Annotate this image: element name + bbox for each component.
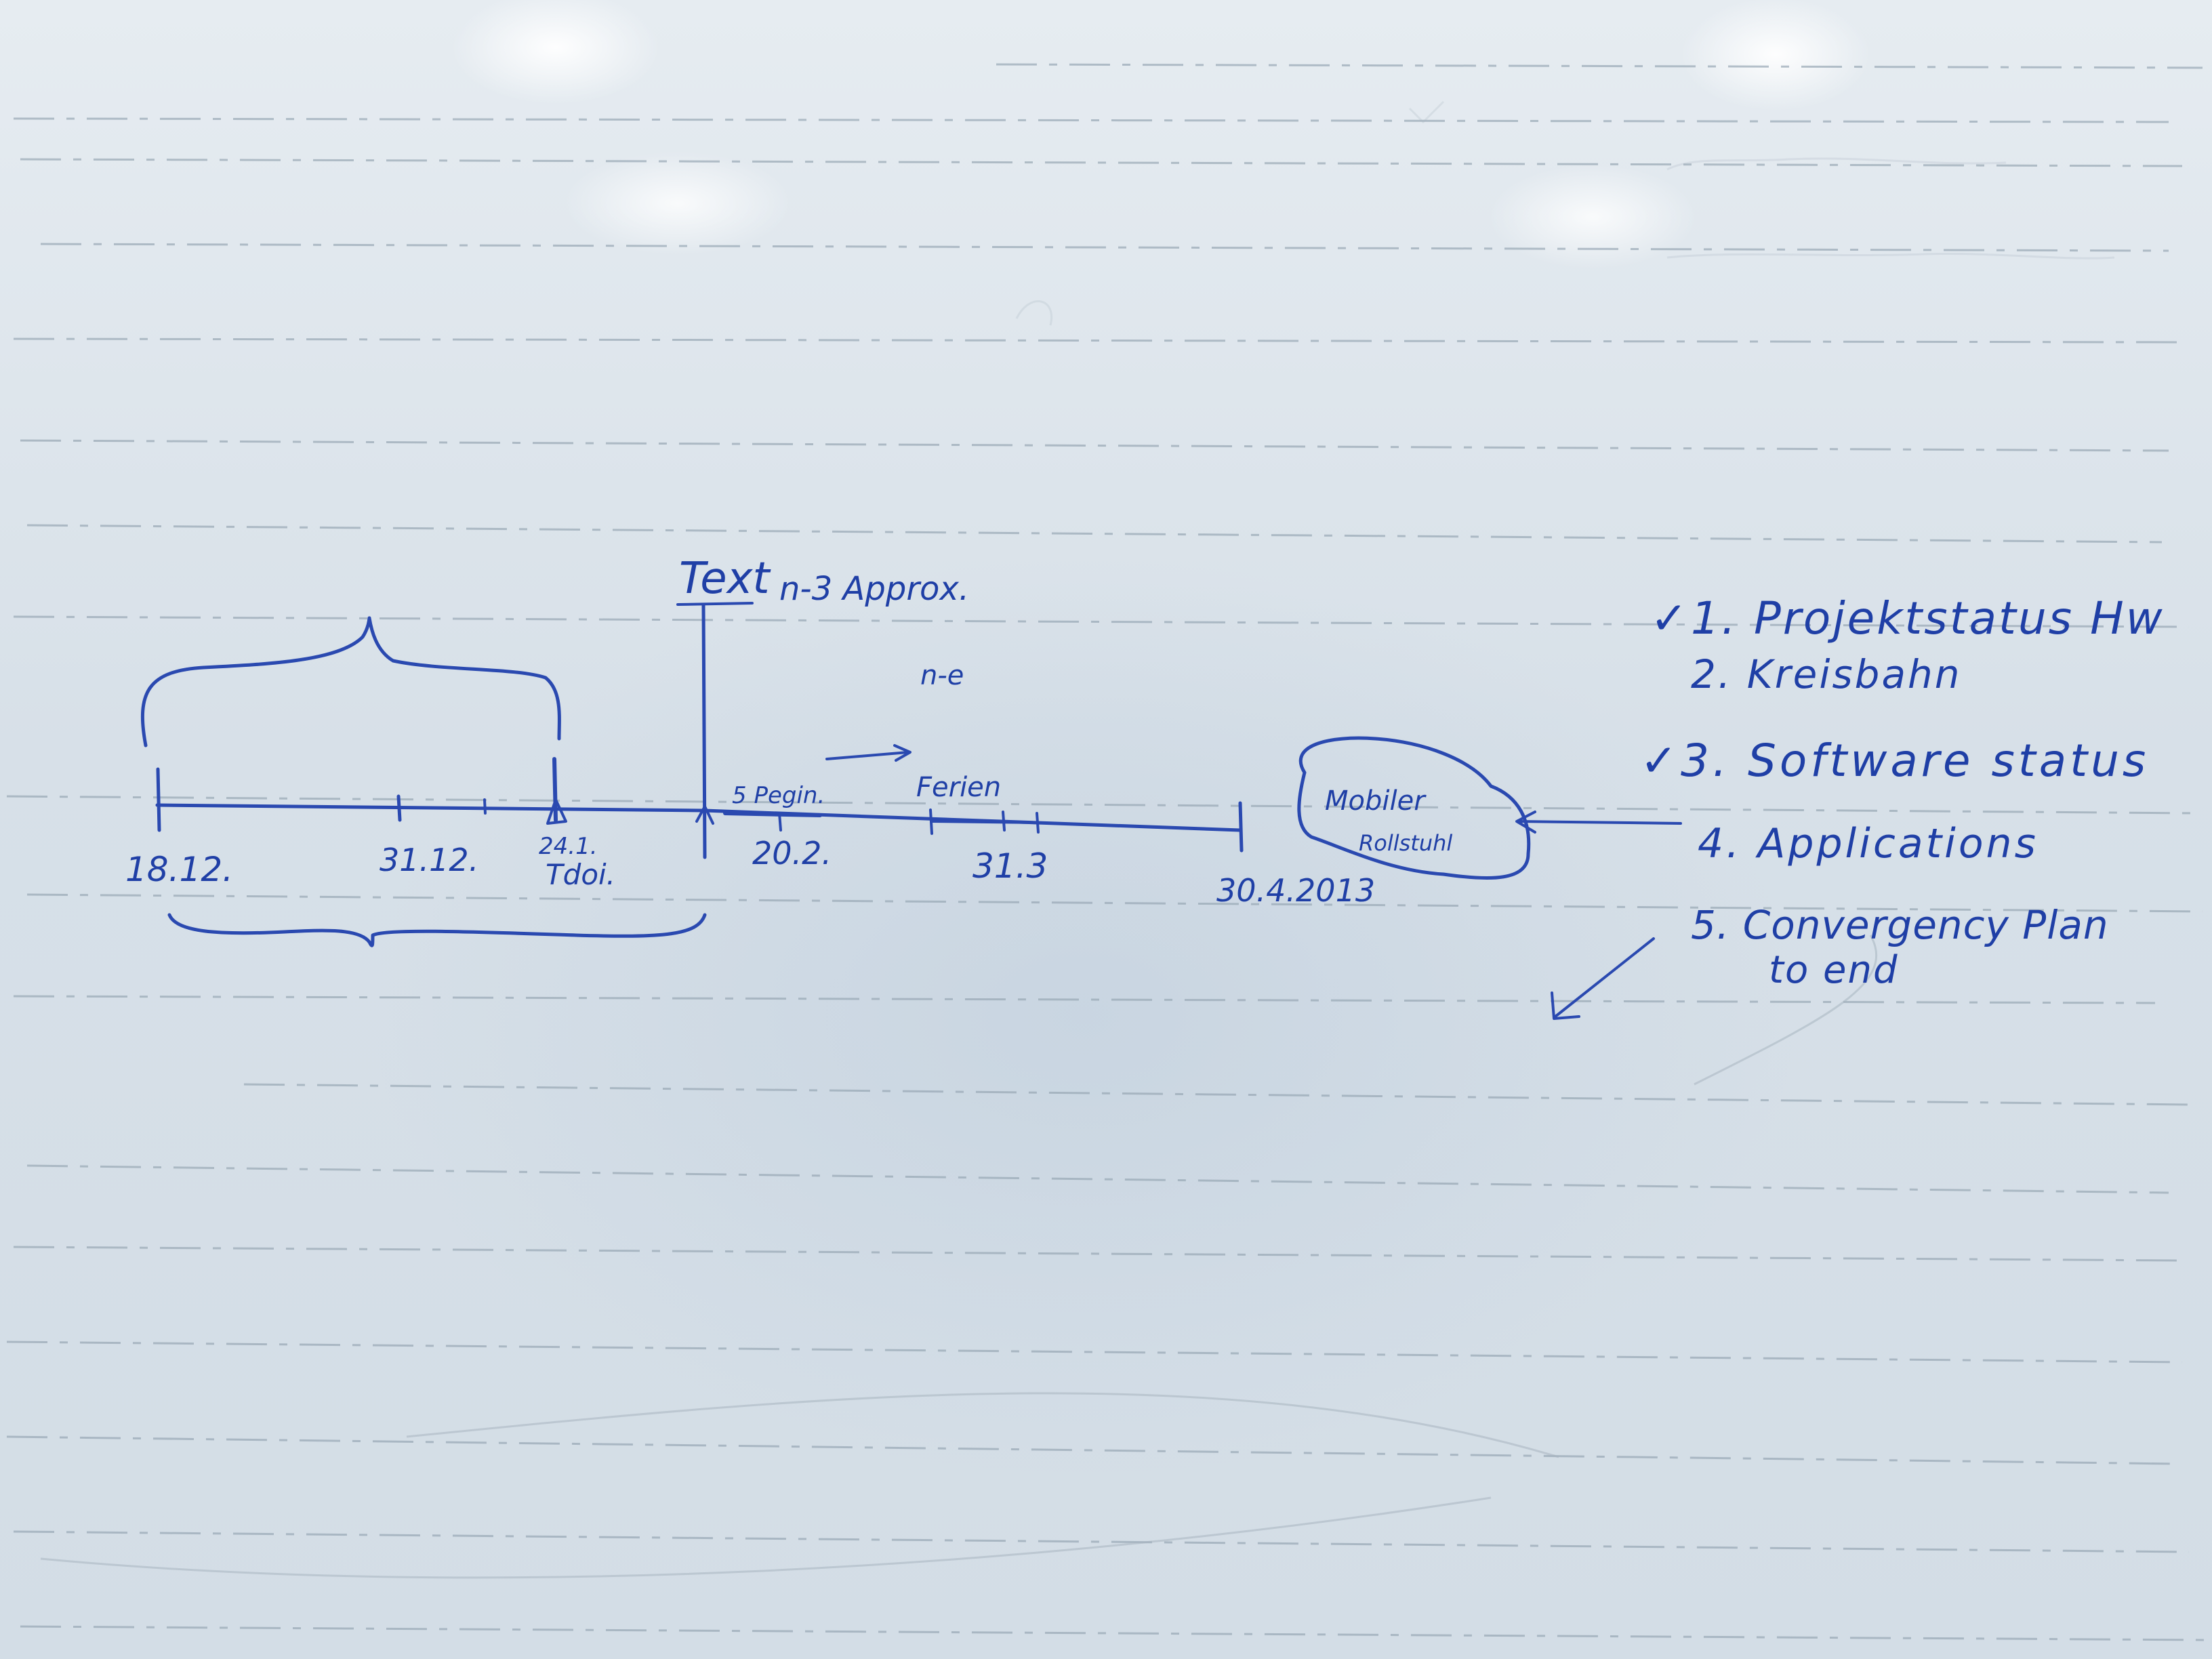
agenda-item-3: 3. Software status bbox=[1681, 735, 2149, 787]
erased-ruled-lines bbox=[6, 63, 2210, 1641]
upper-brace bbox=[140, 616, 561, 747]
timeline-heading: Text bbox=[679, 554, 771, 604]
timeline-small-note: n-e bbox=[920, 660, 964, 691]
mobiler-rollstuhl-cloud bbox=[1297, 736, 1531, 880]
marker-31-3: 31.3 bbox=[972, 846, 1048, 886]
agenda-item-5: 5. Convergency Plan bbox=[1691, 902, 2109, 948]
today-divider bbox=[701, 603, 707, 859]
agenda-item-2: 2. Kreisbahn bbox=[1691, 651, 1962, 697]
marker-30-4-2013: 30.4.2013 bbox=[1216, 872, 1375, 909]
tick-24-1 bbox=[552, 757, 558, 822]
timeline: Text n-3 Approx. n-e 18.12. 31.12. 24.1.… bbox=[125, 554, 1682, 1020]
agenda-check-3: ✓ bbox=[1640, 735, 1677, 787]
arrow-to-cloud bbox=[1515, 811, 1682, 834]
marker-5-pegin: 5 Pegin. bbox=[732, 782, 825, 809]
tick-30-4-2013 bbox=[1238, 801, 1244, 853]
agenda-check-1: ✓ bbox=[1650, 592, 1687, 644]
cloud-label-line2: Rollstuhl bbox=[1359, 830, 1452, 856]
agenda-item-4: 4. Applications bbox=[1698, 820, 2039, 867]
cloud-label-line1: Mobiler bbox=[1325, 785, 1427, 817]
marker-24-1: 24.1. bbox=[539, 833, 598, 860]
arrow-down-left bbox=[1551, 937, 1655, 1020]
marker-ferien: Ferien bbox=[916, 772, 1001, 803]
erased-text-residue bbox=[1015, 100, 2115, 326]
marker-20-2: 20.2. bbox=[752, 835, 832, 872]
tick-18-12 bbox=[156, 767, 161, 832]
agenda-list: ✓ 1. Projektstatus Hw 2. Kreisbahn ✓ 3. … bbox=[1640, 592, 2165, 992]
agenda-item-1: 1. Projektstatus Hw bbox=[1691, 592, 2165, 644]
agenda-item-5-cont: to end bbox=[1769, 948, 1899, 992]
marker-18-12: 18.12. bbox=[125, 850, 233, 889]
marker-31-12: 31.12. bbox=[380, 842, 478, 878]
tick-20-2 bbox=[778, 812, 782, 832]
timeline-heading-note: n-3 Approx. bbox=[779, 570, 969, 608]
lower-brace bbox=[167, 913, 707, 947]
timeline-axis-1 bbox=[155, 803, 707, 813]
marker-24-1-note: Tdoi. bbox=[546, 858, 615, 891]
tick-31-12 bbox=[396, 794, 402, 822]
arrow-right bbox=[825, 744, 912, 762]
